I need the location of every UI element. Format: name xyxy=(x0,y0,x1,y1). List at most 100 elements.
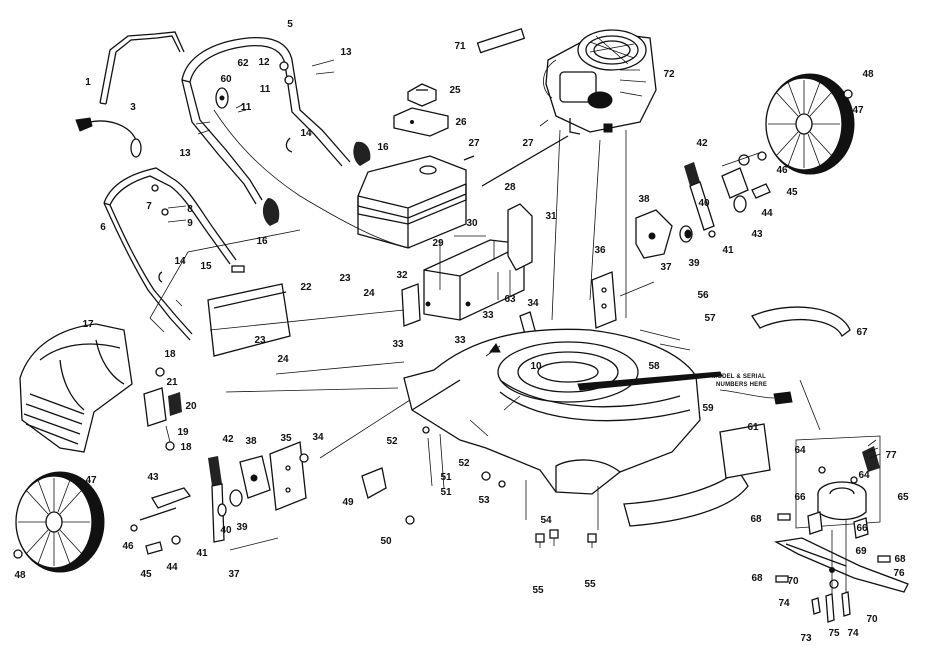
deck-note-line1: MODEL & SERIAL xyxy=(712,374,766,380)
part-callout: 55 xyxy=(532,585,544,596)
part-callout: 51 xyxy=(440,472,452,483)
part-callout: 40 xyxy=(220,525,232,536)
part-callout: 23 xyxy=(339,273,351,284)
height-adjuster-left xyxy=(130,441,309,555)
mulch-ring xyxy=(751,306,851,338)
part-callout: 75 xyxy=(828,628,840,639)
gas-cap xyxy=(407,83,437,107)
part-callout: 1 xyxy=(85,77,91,88)
part-callout: 17 xyxy=(82,319,94,330)
part-callout: 43 xyxy=(147,472,159,483)
part-callout: 52 xyxy=(386,436,398,447)
part-callout: 5 xyxy=(287,19,293,30)
part-callout: 40 xyxy=(698,198,710,209)
part-callout: 10 xyxy=(530,361,542,372)
part-callout: 23 xyxy=(254,335,266,346)
part-callout: 74 xyxy=(778,598,790,609)
part-callout: 3 xyxy=(130,102,136,113)
height-adjuster-right xyxy=(679,151,771,243)
engine-mount-bracket xyxy=(401,203,533,327)
part-callout: 50 xyxy=(380,536,392,547)
leader-lines xyxy=(209,129,821,530)
rear-skirt xyxy=(623,423,771,527)
part-callout: 24 xyxy=(277,354,289,365)
part-callout: 30 xyxy=(466,218,478,229)
rear-cover xyxy=(19,323,133,453)
part-callout: 14 xyxy=(300,128,312,139)
part-callout: 31 xyxy=(545,211,557,222)
part-callout: 63 xyxy=(504,294,516,305)
blade-bolts xyxy=(775,513,891,623)
part-callout: 21 xyxy=(166,377,178,388)
part-callout: 43 xyxy=(751,229,763,240)
part-callout: 13 xyxy=(179,148,191,159)
part-callout: 44 xyxy=(761,208,773,219)
height-bracket-right xyxy=(591,209,673,329)
deck-note: MODEL & SERIAL NUMBERS HERE xyxy=(712,374,793,405)
part-callout: 66 xyxy=(794,492,806,503)
part-callout: 39 xyxy=(236,522,248,533)
part-callout: 27 xyxy=(468,138,480,149)
part-callout: 48 xyxy=(14,570,26,581)
part-callout: 56 xyxy=(697,290,709,301)
part-callout: 18 xyxy=(180,442,192,453)
part-callout: 39 xyxy=(688,258,700,269)
mower-blade xyxy=(774,537,909,593)
discharge-deflector xyxy=(207,283,291,357)
part-callout: 46 xyxy=(122,541,134,552)
part-callout: 51 xyxy=(440,487,452,498)
part-callout: 33 xyxy=(482,310,494,321)
part-callout: 15 xyxy=(200,261,212,272)
cable-clip xyxy=(75,117,142,158)
blade-adapter xyxy=(795,435,881,539)
part-callout: 38 xyxy=(638,194,650,205)
part-callout: 65 xyxy=(897,492,909,503)
part-callout: 25 xyxy=(449,85,461,96)
part-callout: 8 xyxy=(187,204,193,215)
part-callout: 68 xyxy=(750,514,762,525)
part-callout: 44 xyxy=(166,562,178,573)
part-callout: 49 xyxy=(342,497,354,508)
part-callout: 68 xyxy=(894,554,906,565)
part-callout: 52 xyxy=(458,458,470,469)
deck-note-line2: NUMBERS HERE xyxy=(716,382,767,388)
part-callout: 48 xyxy=(862,69,874,80)
part-callout: 54 xyxy=(540,515,552,526)
part-callout: 16 xyxy=(377,142,389,153)
part-callout: 55 xyxy=(584,579,596,590)
part-callout: 76 xyxy=(893,568,905,579)
part-callout: 38 xyxy=(245,436,257,447)
part-callout: 12 xyxy=(258,57,270,68)
part-callout: 53 xyxy=(478,495,490,506)
part-callout: 34 xyxy=(527,298,539,309)
part-callout: 7 xyxy=(146,201,152,212)
part-callout: 19 xyxy=(177,427,189,438)
part-callout: 47 xyxy=(85,475,97,486)
part-callout: 14 xyxy=(174,256,186,267)
part-callout: 32 xyxy=(396,270,408,281)
part-callout: 24 xyxy=(363,288,375,299)
part-callout: 64 xyxy=(858,470,870,481)
throttle-rod xyxy=(463,119,569,187)
part-callout: 72 xyxy=(663,69,675,80)
part-callout: 70 xyxy=(866,614,878,625)
part-callout: 58 xyxy=(648,361,660,372)
part-callout: 73 xyxy=(800,633,812,644)
part-callout: 46 xyxy=(776,165,788,176)
rear-wheel-right xyxy=(765,73,855,175)
part-callout: 36 xyxy=(594,245,606,256)
part-callout: 77 xyxy=(885,450,897,461)
part-callout: 66 xyxy=(856,523,868,534)
part-callout: 67 xyxy=(856,327,868,338)
part-callout: 47 xyxy=(852,105,864,116)
part-callout: 28 xyxy=(504,182,516,193)
part-callout: 42 xyxy=(222,434,234,445)
control-bracket xyxy=(393,107,449,137)
part-callout: 45 xyxy=(140,569,152,580)
part-callout: 26 xyxy=(455,117,467,128)
part-callout: 11 xyxy=(241,102,252,113)
fuel-tank xyxy=(357,155,467,249)
